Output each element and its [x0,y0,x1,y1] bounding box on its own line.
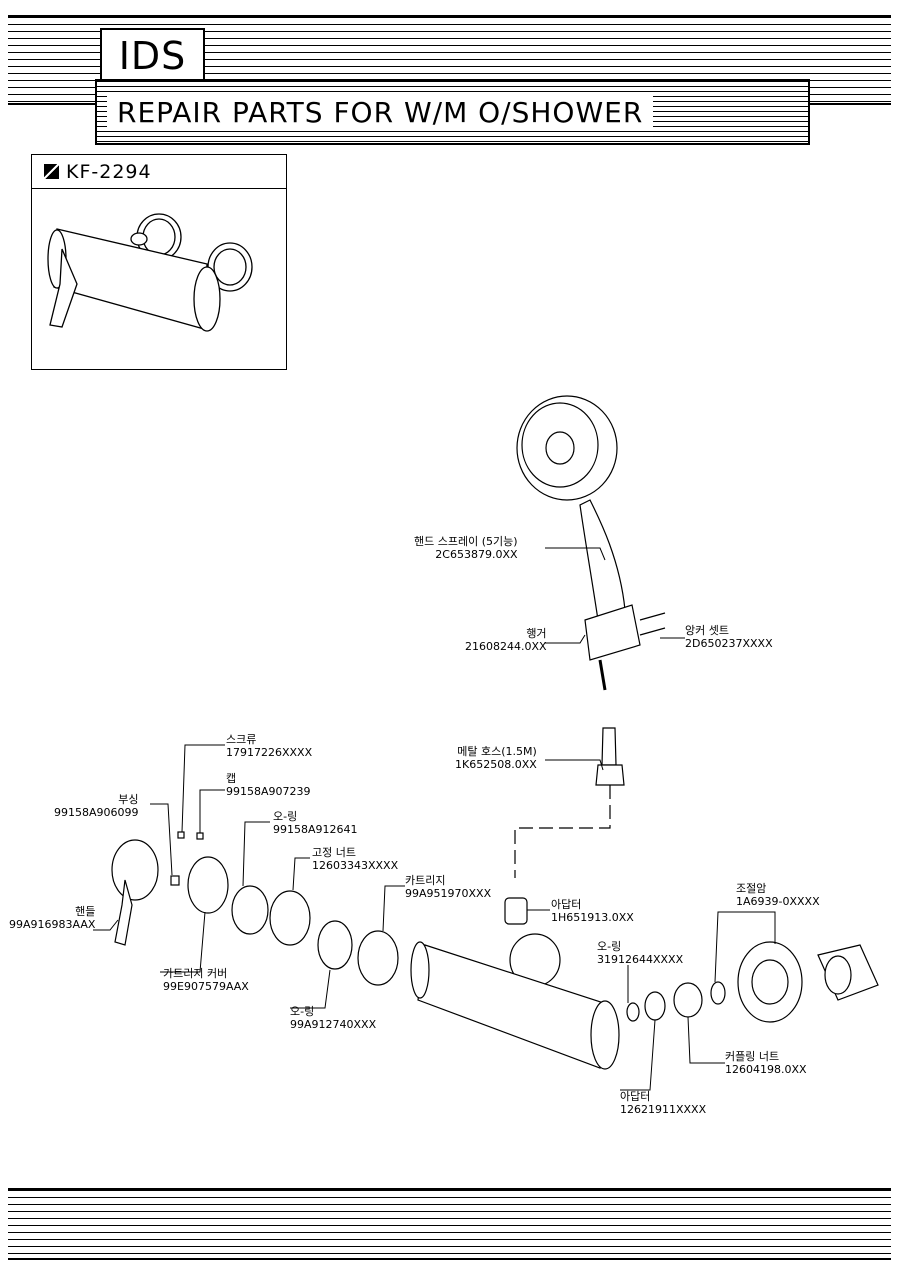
part-code: 31912644XXXX [597,953,684,966]
label-adjust-arm: 조절암 1A6939-0XXXX [736,882,820,908]
label-oring-1: 오-링 99158A912641 [273,810,358,836]
part-name: 커플링 너트 [725,1050,780,1063]
footer-stripes [8,1188,891,1260]
part-code: 99A912740XXX [290,1018,377,1031]
title-banner: REPAIR PARTS FOR W/M O/SHOWER [95,79,810,145]
part-code: 1A6939-0XXXX [736,895,820,908]
part-code: 1H651913.0XX [551,911,634,924]
part-name: 부싱 [118,793,139,806]
part-code: 12603343XXXX [312,859,399,872]
part-code: 1K652508.0XX [455,758,537,771]
part-name: 스크류 [226,733,257,746]
part-code: 2D650237XXXX [685,637,773,650]
label-adapter-1: 아답터 1H651913.0XX [551,898,634,924]
part-name: 메탈 호스(1.5M) [457,745,537,758]
part-code: 17917226XXXX [226,746,313,759]
label-metal-hose: 메탈 호스(1.5M) 1K652508.0XX [455,745,537,771]
part-name: 고정 너트 [312,846,356,859]
part-name: 행거 [526,627,547,640]
label-hand-spray: 핸드 스프레이 (5기능) 2C653879.0XX [414,535,518,561]
label-screw: 스크류 17917226XXXX [226,733,312,759]
part-code: 99A916983AAX [9,918,96,931]
hand-spray-drawing [516,395,666,691]
label-bushing: 부싱 99158A906099 [54,793,139,819]
part-code: 2C653879.0XX [435,548,518,561]
model-panel: KF-2294 [31,154,287,370]
label-cartridge-cover: 카트리지 커버 99E907579AAX [163,967,249,993]
part-code: 99158A912641 [273,823,358,836]
part-name: 캡 [226,772,237,785]
part-code: 99158A907239 [226,785,311,798]
model-mark-icon [44,164,59,179]
label-cap: 캡 99158A907239 [226,772,311,798]
part-code: 12621911XXXX [620,1103,707,1116]
part-name: 카트리지 [405,874,446,887]
brand-name: IDS [118,34,187,78]
label-handle: 핸들 99A916983AAX [9,905,95,931]
part-code: 99E907579AAX [163,980,249,993]
part-name: 조절암 [736,882,767,895]
part-name: 앙커 셋트 [685,624,729,637]
label-hanger: 행거 21608244.0XX [465,627,547,653]
leader-lines [93,547,776,1091]
label-coupling-nut: 커플링 너트 12604198.0XX [725,1050,807,1076]
part-name: 아답터 [620,1090,651,1103]
handle-drawing [111,831,399,986]
valve-body-drawing [410,933,620,1070]
part-name: 핸드 스프레이 (5기능) [414,535,518,548]
label-oring-2: 오-링 99A912740XXX [290,1005,376,1031]
adapter-drawing [504,897,879,1023]
brand-box: IDS [100,28,205,84]
label-adapter-2: 아답터 12621911XXXX [620,1090,706,1116]
part-code: 12604198.0XX [725,1063,807,1076]
label-cartridge: 카트리지 99A951970XXX [405,874,491,900]
label-fix-nut: 고정 너트 12603343XXXX [312,846,398,872]
label-oring-3: 오-링 31912644XXXX [597,940,683,966]
part-code: 99A951970XXX [405,887,492,900]
model-code: KF-2294 [66,161,152,183]
label-anchor-set: 앙커 셋트 2D650237XXXX [685,624,773,650]
part-name: 카트리지 커버 [163,967,228,980]
model-header: KF-2294 [32,155,286,189]
part-name: 오-링 [273,810,298,823]
part-name: 핸들 [75,905,96,918]
part-name: 아답터 [551,898,582,911]
part-code: 99158A906099 [54,806,139,819]
faucet-thumbnail [47,213,253,332]
page-title: REPAIR PARTS FOR W/M O/SHOWER [107,96,654,129]
part-name: 오-링 [597,940,622,953]
part-name: 오-링 [290,1005,315,1018]
part-code: 21608244.0XX [465,640,547,653]
